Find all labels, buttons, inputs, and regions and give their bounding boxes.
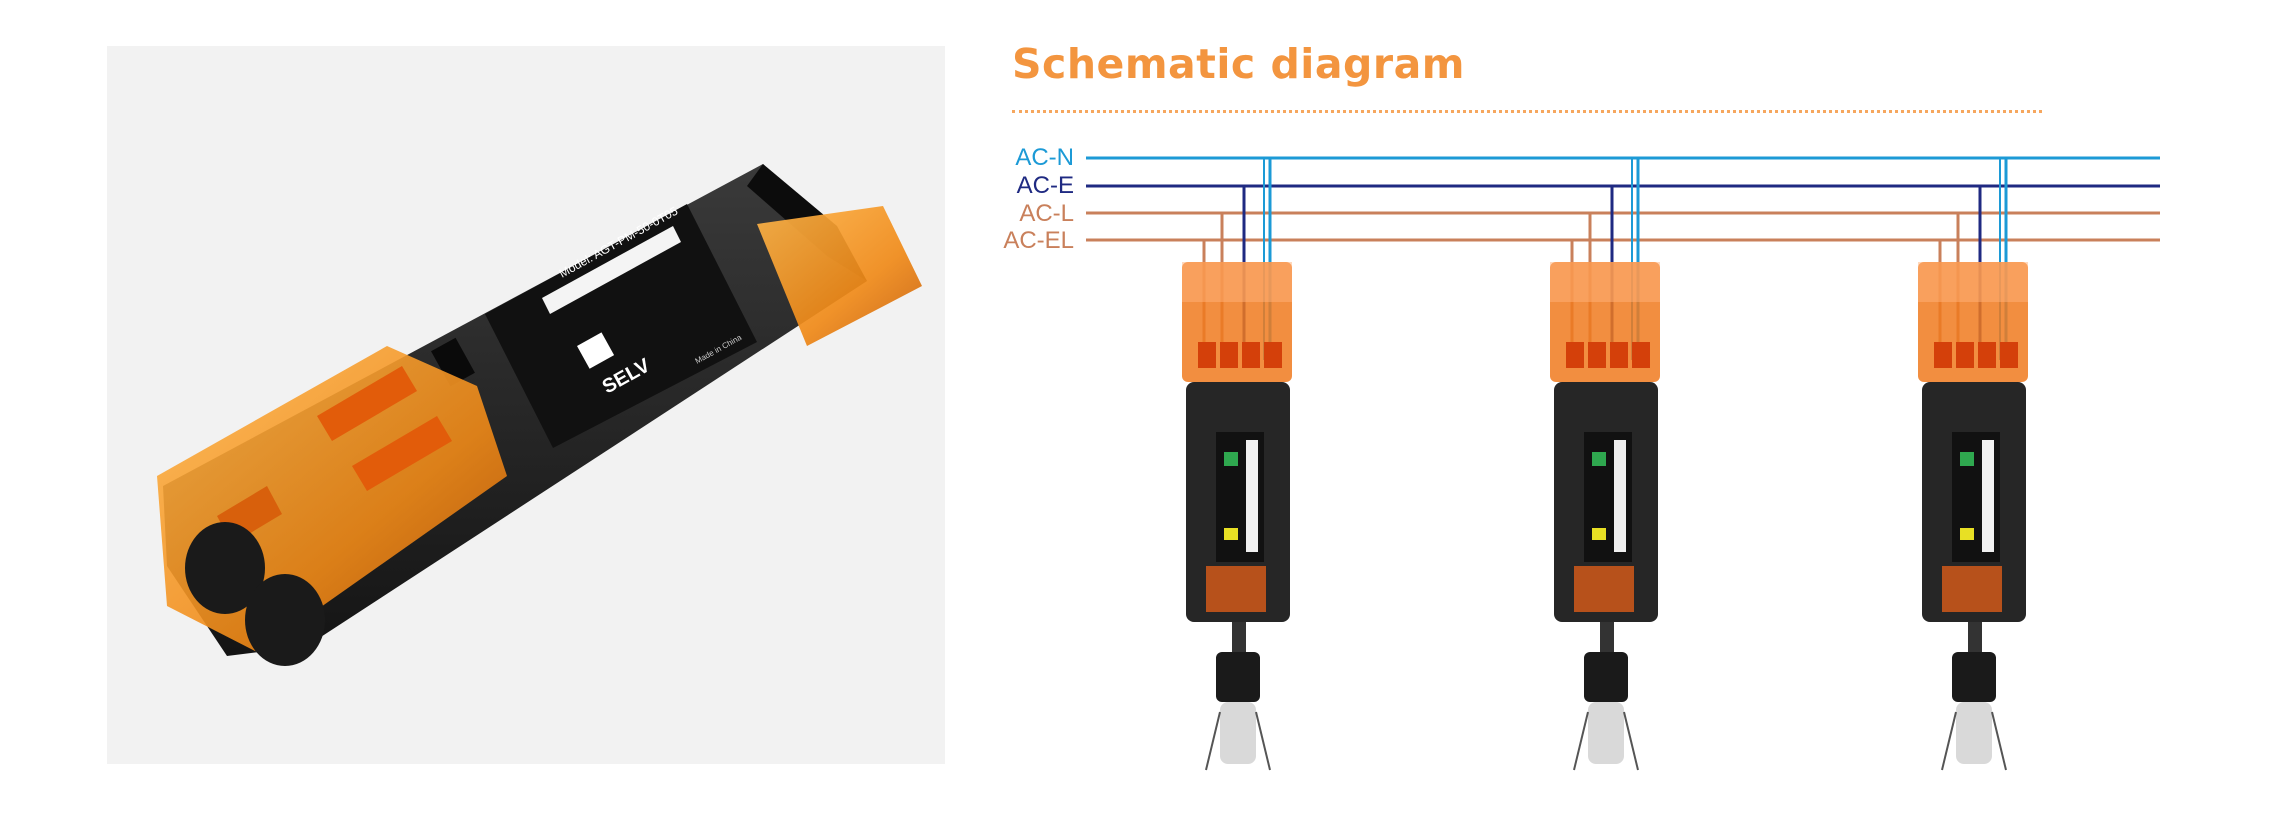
product-photo: Model: AGT-PM-50-0T05 SELV Made in China xyxy=(107,46,945,764)
wire-label-ac-el: AC-EL xyxy=(1003,227,1074,254)
terminal-cover-right xyxy=(757,206,922,346)
downlight xyxy=(1216,652,1260,702)
wire-label-ac-l: AC-L xyxy=(1019,200,1074,227)
driver-unit-2 xyxy=(1548,156,1662,772)
wire-label-ac-e: AC-E xyxy=(1016,172,1074,199)
driver-unit-1 xyxy=(1182,158,1292,771)
wire-port-2 xyxy=(245,574,325,666)
wire-port-1 xyxy=(185,522,265,614)
driver-product-illustration: Model: AGT-PM-50-0T05 SELV Made in China xyxy=(157,164,922,666)
diagram-title: Schematic diagram xyxy=(1012,40,1465,88)
driver-unit-3 xyxy=(1916,156,2030,772)
product-label: Model: AGT-PM-50-0T05 SELV Made in China xyxy=(485,204,757,448)
title-divider xyxy=(1012,110,2042,113)
wire-label-ac-n: AC-N xyxy=(1015,144,1074,171)
release-button xyxy=(431,337,475,387)
